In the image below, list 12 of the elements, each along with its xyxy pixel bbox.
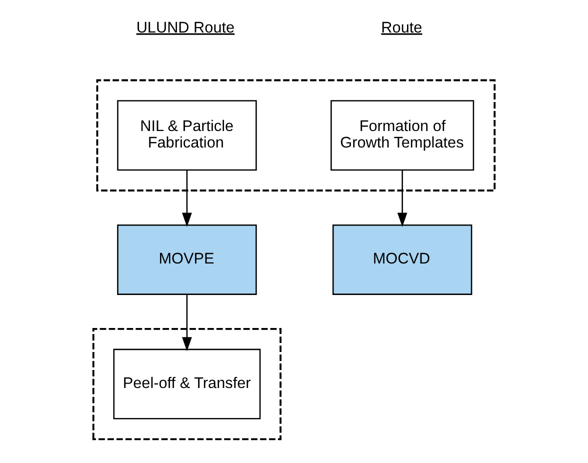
node-box: Formation of Growth Templates	[330, 100, 474, 171]
arrow	[397, 170, 408, 227]
cluster	[92, 328, 282, 440]
arrow	[182, 170, 192, 227]
node-box: MOVPE	[117, 224, 257, 295]
arrow	[182, 294, 192, 352]
node-box: MOCVD	[332, 224, 472, 295]
node-box: NIL & Particle Fabrication	[117, 100, 257, 171]
label: ULUND Route	[136, 19, 235, 36]
cluster	[96, 79, 496, 192]
node-box: Peel-off & Transfer	[113, 348, 261, 420]
label: Route	[381, 19, 422, 36]
